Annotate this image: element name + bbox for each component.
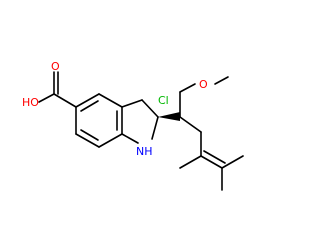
- ether-oxygen-label: O: [199, 78, 208, 91]
- carbonyl-oxygen-label: O: [51, 60, 60, 73]
- chlorine-label: Cl: [158, 94, 169, 107]
- side-chain: [158, 76, 244, 191]
- carboxylic-acid-group: [38, 71, 77, 108]
- indoline-ring: [121, 99, 159, 144]
- stereo-wedge-bond: [158, 112, 180, 121]
- benzene-ring: [75, 93, 123, 148]
- amine-nh-label: NH: [136, 145, 153, 158]
- molecule-structure: HO O NH Cl O: [22, 60, 244, 191]
- hydroxyl-label: HO: [22, 96, 39, 109]
